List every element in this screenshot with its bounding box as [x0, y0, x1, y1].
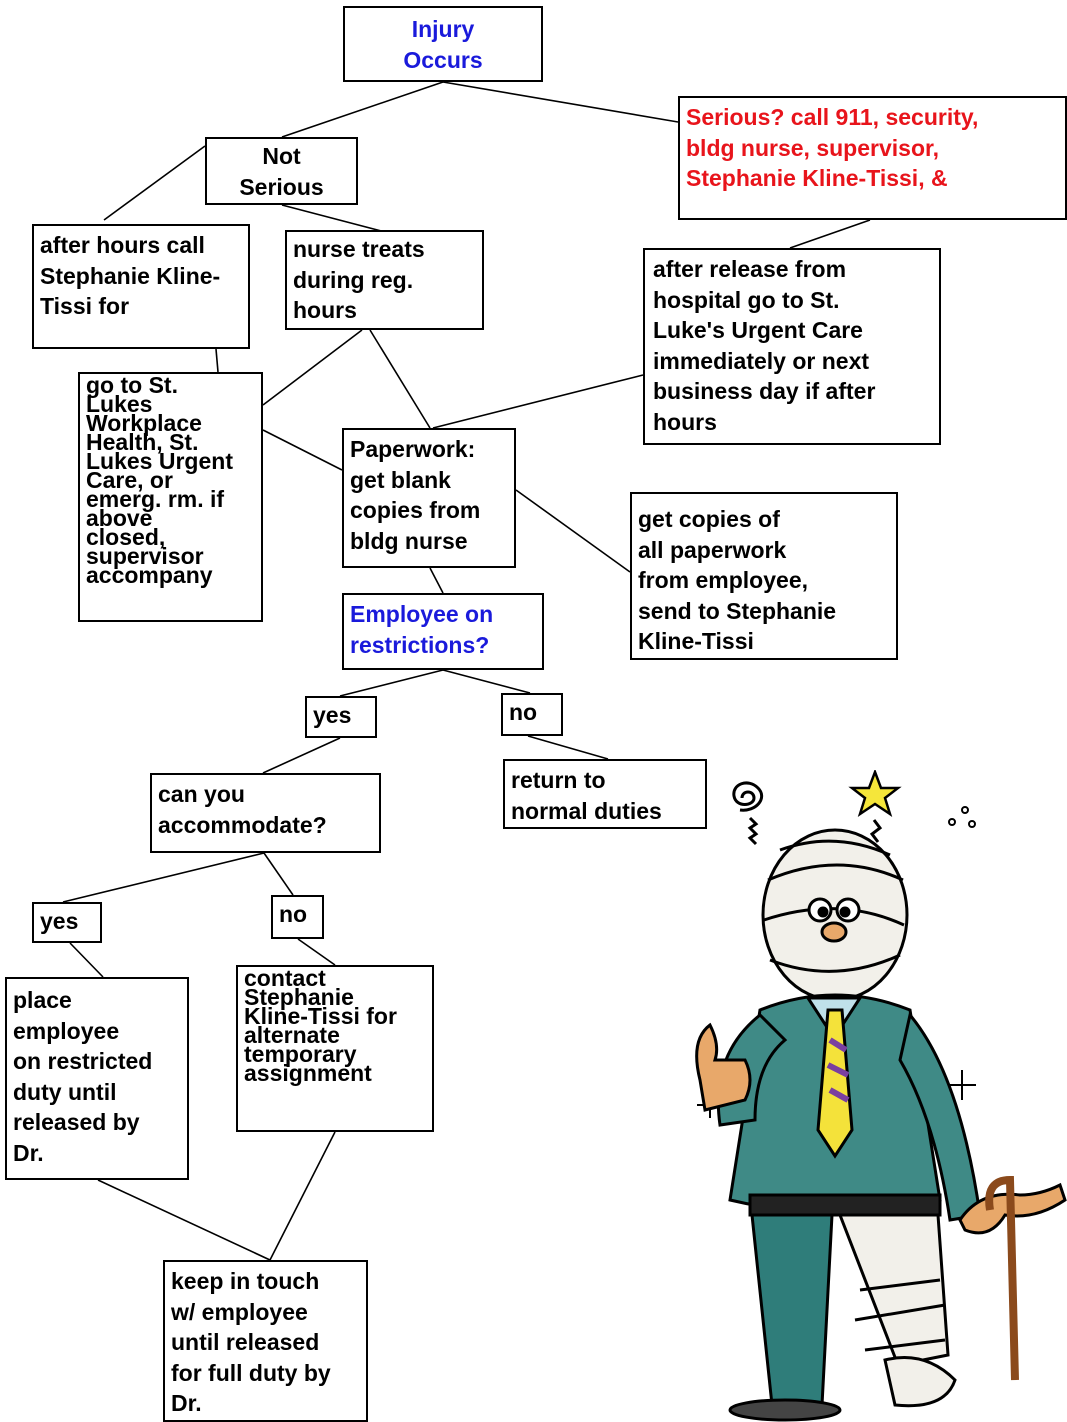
- serious-box: Serious? call 911, security, bldg nurse,…: [678, 96, 1067, 220]
- suit-body: [728, 993, 942, 1214]
- thumbs-up-arm: [695, 1012, 788, 1127]
- no-restrictions-label: no: [501, 693, 563, 736]
- can-you-accommodate-box: can you accommodate?: [150, 773, 381, 853]
- paperwork-box: Paperwork: get blank copies from bldg nu…: [342, 428, 516, 568]
- get-copies-box: get copies of all paperwork from employe…: [630, 492, 898, 660]
- bandaged-head: [761, 828, 909, 1002]
- after-hours-box: after hours call Stephanie Kline- Tissi …: [32, 224, 250, 349]
- cane-arm: [898, 1011, 1067, 1381]
- go-to-st-lukes-box: go to St. Lukes Workplace Health, St. Lu…: [78, 372, 263, 622]
- not-serious-box: Not Serious: [205, 137, 358, 205]
- return-to-normal-duties-box: return to normal duties: [503, 759, 707, 829]
- dizzy-swirl-icon: [732, 781, 764, 846]
- place-employee-box: place employee on restricted duty until …: [5, 977, 189, 1180]
- no-accommodate-label: no: [271, 895, 324, 939]
- employee-on-restrictions-box: Employee on restrictions?: [342, 593, 544, 670]
- star-icon: [848, 770, 902, 843]
- injury-occurs-box: Injury Occurs: [343, 6, 543, 82]
- after-release-box: after release from hospital go to St. Lu…: [643, 248, 941, 445]
- yes-restrictions-label: yes: [305, 696, 377, 738]
- yes-accommodate-label: yes: [32, 902, 102, 943]
- injured-man-cartoon: [695, 770, 1067, 1422]
- keep-in-touch-box: keep in touch w/ employee until released…: [163, 1260, 368, 1422]
- contact-stephanie-box: contact Stephanie Kline-Tissi for altern…: [236, 965, 434, 1132]
- nurse-treats-box: nurse treats during reg. hours: [285, 230, 484, 330]
- legs: [728, 1193, 957, 1422]
